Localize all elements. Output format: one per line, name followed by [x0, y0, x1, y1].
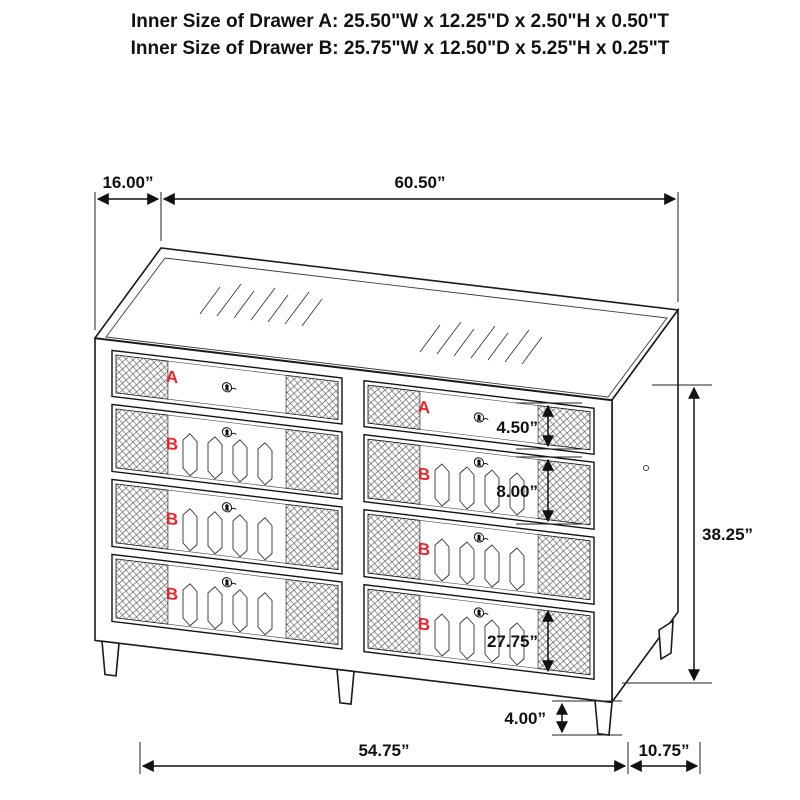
dim-drawer-a-height: 4.50”: [496, 402, 582, 450]
extension-lines: [94, 192, 162, 330]
top-grain-marks-left: [199, 283, 323, 327]
dimension-label: 60.50”: [394, 173, 445, 192]
dim-bottom-drawer: 27.75”: [487, 609, 554, 673]
drawer-label: B: [418, 614, 430, 634]
front-right-leg: [594, 699, 613, 736]
title-line-1: Inner Size of Drawer A: 25.50"W x 12.25"…: [130, 11, 669, 32]
drawer-label: B: [166, 434, 178, 454]
extension-lines: [516, 402, 582, 450]
extension-lines: [622, 384, 712, 684]
dimension-label: 4.50”: [496, 418, 538, 437]
drawer-label: B: [166, 584, 178, 604]
dimension-label: 38.25”: [702, 525, 753, 544]
side-panel-detail: [642, 464, 650, 472]
drawer-label: B: [418, 464, 430, 484]
top-face-inner-border: [105, 257, 668, 398]
dimension-label: 8.00”: [496, 482, 538, 501]
extension-lines: [139, 742, 629, 774]
dimension-label: 54.75”: [358, 741, 409, 760]
dim-drawer-b-height: 8.00”: [496, 456, 582, 525]
top-grain-marks-right: [419, 321, 543, 365]
drawer-label: B: [166, 509, 178, 529]
dresser-front: A B B B A B B B: [94, 337, 613, 736]
front-center-leg: [336, 668, 355, 705]
title-line-2: Inner Size of Drawer B: 25.75"W x 12.50"…: [130, 38, 670, 59]
extension-lines: [516, 456, 582, 525]
dimensions: 16.00” 60.50” 38.25” 4.50” 8.00”: [94, 173, 753, 774]
drawer-label: A: [166, 367, 178, 387]
title-block: Inner Size of Drawer A: 25.50"W x 12.25"…: [0, 8, 800, 62]
dimension-label: 4.00”: [504, 709, 546, 728]
dimension-label: 10.75”: [638, 741, 689, 760]
drawer-label: B: [418, 539, 430, 559]
dim-top-width: 60.50”: [162, 173, 679, 302]
front-left-leg: [101, 640, 120, 677]
dim-leg-height: 4.00”: [504, 700, 622, 736]
dim-base-depth: 10.75”: [629, 741, 701, 774]
back-right-leg: [658, 619, 674, 661]
dim-total-height: 38.25”: [622, 384, 753, 684]
dresser: A B B B A B B B: [93, 247, 680, 736]
drawer-label: A: [418, 397, 430, 417]
extension-lines: [552, 700, 622, 736]
dim-base-width: 54.75”: [139, 741, 629, 774]
dimension-label: 16.00”: [102, 173, 153, 192]
dimension-label: 27.75”: [487, 632, 538, 651]
dim-top-depth: 16.00”: [94, 173, 162, 330]
